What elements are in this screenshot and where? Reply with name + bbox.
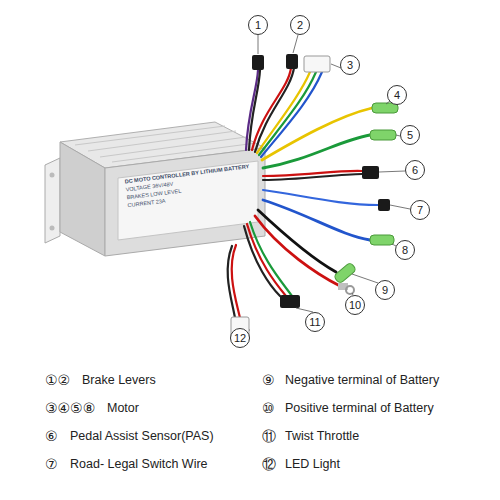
throttle-connector [280, 295, 300, 308]
leader-line [352, 274, 378, 283]
node-text: 12 [234, 332, 246, 344]
wire [255, 216, 340, 286]
controller-body [45, 122, 265, 256]
node-text: 2 [297, 19, 303, 31]
pas-connector [362, 166, 379, 179]
phase-connector [370, 130, 396, 140]
callout-circle: 5 [400, 125, 420, 145]
key-number: ⑩ [262, 400, 275, 416]
wire [257, 72, 310, 153]
callout-circle: 1 [248, 15, 268, 35]
leader-line [293, 35, 298, 53]
node-text: 8 [402, 244, 408, 256]
callout-circle: 7 [410, 200, 430, 220]
node-text: 4 [394, 89, 400, 101]
callout-circle: 8 [395, 240, 415, 260]
key-text: Twist Throttle [285, 429, 359, 443]
key-number: ⑦ [45, 456, 58, 472]
key-text: Road- Legal Switch Wire [70, 457, 208, 471]
leader-line [379, 171, 405, 172]
leader-line [249, 330, 250, 331]
switch-connector [378, 199, 390, 211]
callout-circle: 12 [230, 328, 250, 348]
callout-circle: 9 [375, 280, 395, 300]
key-number: ⑪ [262, 428, 276, 446]
key-text: Positive terminal of Battery [285, 401, 434, 415]
connectors [231, 54, 398, 341]
callout-circle: 4 [387, 85, 407, 105]
key-text: Motor [107, 401, 139, 415]
wire [263, 135, 370, 168]
wire [263, 200, 370, 240]
callout-circle: 6 [405, 160, 425, 180]
ring-terminal [346, 286, 354, 294]
callout-circle: 11 [305, 312, 325, 332]
node-text: 9 [382, 284, 388, 296]
phase-connector [370, 235, 394, 245]
front-face [105, 148, 265, 256]
key-number: ⑥ [45, 428, 58, 444]
node-text: 7 [417, 204, 423, 216]
node-text: 1 [255, 19, 261, 31]
callout-circle: 2 [290, 15, 310, 35]
key-text: LED Light [285, 457, 340, 471]
key-text: Pedal Assist Sensor(PAS) [70, 429, 214, 443]
spec-sticker [118, 161, 258, 240]
leader-line [390, 205, 410, 209]
brake-connector [286, 54, 298, 69]
node-text: 11 [309, 316, 320, 328]
leader-line [258, 35, 259, 54]
leader-lines [249, 35, 410, 330]
node-text: 5 [407, 129, 413, 141]
end-face [60, 142, 105, 256]
callout-circle: 10 [345, 295, 365, 315]
leader-line [296, 308, 313, 312]
callout-circle: 3 [340, 55, 360, 75]
wire-bundle [228, 68, 378, 318]
wire [228, 246, 235, 318]
mount-hole [50, 226, 55, 231]
wire [247, 224, 286, 296]
key-number: ⑨ [262, 372, 275, 388]
node-text: 6 [412, 164, 418, 176]
mounting-flange [45, 158, 60, 243]
battery-connector [333, 262, 356, 284]
key-number: ①② [45, 372, 70, 388]
key-text: Negative terminal of Battery [285, 373, 439, 387]
key-text: Brake Levers [82, 373, 156, 387]
wire [263, 190, 378, 205]
brake-connector [252, 55, 264, 70]
key-number: ③④⑤⑧ [45, 400, 95, 416]
wire [259, 72, 316, 155]
wire [263, 174, 362, 180]
key-number: ⑫ [262, 456, 276, 474]
node-text: 10 [349, 299, 361, 311]
hall-connector [304, 56, 330, 72]
node-text: 3 [347, 59, 353, 71]
mount-hole [50, 173, 55, 178]
wire [244, 226, 280, 296]
